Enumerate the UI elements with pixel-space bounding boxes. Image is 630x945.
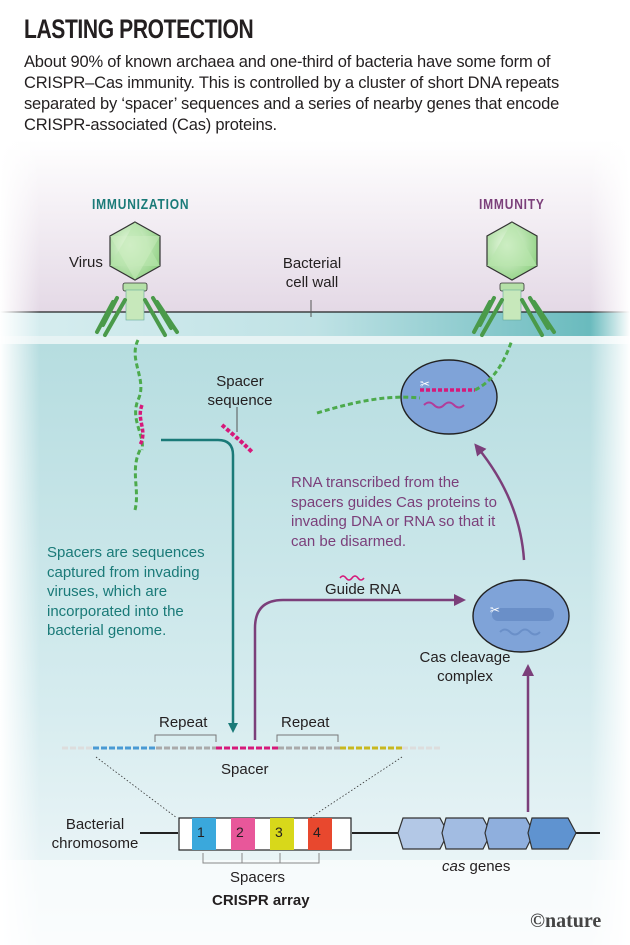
spacer-block-3 <box>270 818 294 850</box>
spacer-number-4: 4 <box>313 824 321 840</box>
viral-dna-left <box>133 339 144 451</box>
immunity-heading: IMMUNITY <box>479 196 545 213</box>
spacer-block-1 <box>192 818 216 850</box>
cas-complex-line2: complex <box>437 668 493 685</box>
cell-wall-label: Bacterial cell wall <box>262 254 362 292</box>
cas-genes <box>397 817 577 850</box>
extracellular-space <box>0 140 630 312</box>
cas-complex-line1: Cas cleavage <box>419 649 511 666</box>
spacer-sequence-line2: sequence <box>207 392 273 409</box>
spacer-sequence-label: Spacer sequence <box>195 372 285 410</box>
figure-title: LASTING PROTECTION <box>24 14 254 44</box>
guide-rna-arrow <box>253 594 466 740</box>
virus-right <box>472 221 556 337</box>
svg-text:✂: ✂ <box>490 603 500 617</box>
virus-label: Virus <box>69 254 103 271</box>
purple-arrow-to-immunity <box>474 443 526 561</box>
spacer-number-2: 2 <box>236 824 244 840</box>
immunization-note: Spacers are sequences captured from inva… <box>47 544 205 639</box>
spacer-fragment <box>220 423 254 454</box>
scissors-icon: ✂ <box>420 377 430 391</box>
spacer-sequence-line1: Spacer <box>216 373 264 390</box>
diagram-canvas: ✂ ✂ <box>0 140 630 945</box>
cas-genes-rest: genes <box>465 858 511 875</box>
cas-genes-label: cas genes <box>442 857 510 876</box>
spacer-number-3: 3 <box>275 824 283 840</box>
guide-rna-label: Guide RNA <box>325 581 401 598</box>
intro-text: About 90% of known archaea and one-third… <box>24 53 560 134</box>
repeat-left-label: Repeat <box>159 714 208 731</box>
spacer-in-viral-dna <box>138 404 145 446</box>
chromosome-line1: Bacterial <box>65 816 125 833</box>
cas-genes-italic: cas <box>442 858 466 875</box>
chromosome-label: Bacterial chromosome <box>45 815 145 853</box>
chromosome-line2: chromosome <box>51 835 139 852</box>
spacer-block-2 <box>231 818 255 850</box>
diagram-stage: ✂ ✂ <box>0 140 630 945</box>
virus-left <box>95 221 179 337</box>
spacer-number-1: 1 <box>197 824 205 840</box>
spacers-label: Spacers <box>230 869 286 886</box>
nature-copyright: ©nature <box>530 910 602 932</box>
teal-arrow <box>161 438 238 733</box>
cell-wall-label-line1: Bacterial <box>282 255 342 272</box>
immunity-note: RNA transcribed from the spacers guides … <box>291 474 497 550</box>
crispr-array-box <box>178 817 352 851</box>
immunization-heading: IMMUNIZATION <box>92 196 190 213</box>
cas-complex-immunity <box>400 359 498 435</box>
guide-rna-squiggle <box>339 575 365 581</box>
spacer-label: Spacer <box>221 761 269 778</box>
cas-complex-label: Cas cleavage complex <box>410 648 520 686</box>
repeat-right-label: Repeat <box>281 714 330 731</box>
crispr-array-label: CRISPR array <box>212 892 310 909</box>
cell-wall-label-line2: cell wall <box>285 274 339 291</box>
spacer-block-4 <box>308 818 332 850</box>
